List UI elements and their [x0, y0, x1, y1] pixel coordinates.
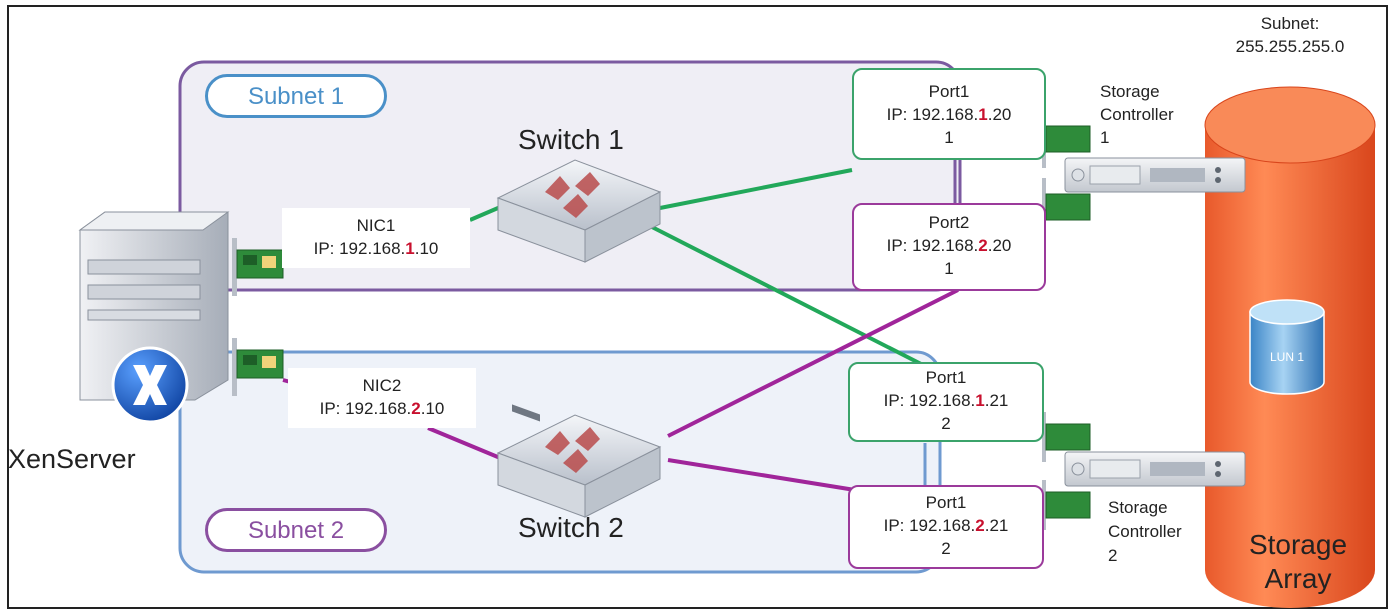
- nic1-ip: IP: 192.168.1.10: [313, 239, 439, 258]
- nic2-card-icon: [232, 338, 284, 396]
- lun-cylinder: [1249, 299, 1325, 395]
- controller-label-line: 1: [1100, 128, 1110, 147]
- controller-label-line: 2: [1108, 546, 1118, 565]
- controller-2-hba-icons: [1042, 412, 1091, 530]
- subnet-mask-label: Subnet: 255.255.255.0: [1210, 12, 1370, 58]
- switch-2-icon: [496, 414, 662, 518]
- nic2-name: NIC2: [362, 376, 402, 395]
- storage-controller-2-icon: [1064, 451, 1246, 487]
- port-ip: IP: 192.168.1.20: [886, 105, 1012, 124]
- port-suffix-line: 1: [944, 259, 954, 278]
- switch-2-label: Switch 2: [518, 512, 624, 543]
- port-ip: IP: 192.168.1.21: [883, 391, 1009, 410]
- port-name: Port1: [925, 493, 967, 512]
- port-suffix-line: 2: [941, 539, 951, 558]
- storage-array-label-line: Storage: [1248, 529, 1348, 560]
- xenserver-label: XenServer: [8, 444, 136, 474]
- port-ip: IP: 192.168.2.21: [883, 516, 1009, 535]
- controller-label-line: Storage: [1108, 498, 1168, 517]
- nic2-info: NIC2 IP: 192.168.2.10: [288, 368, 476, 428]
- port-suffix-line: 2: [941, 414, 951, 433]
- nic1-card-icon: [232, 238, 284, 296]
- storage-array-label-line: Array: [1264, 563, 1332, 594]
- nic1-name: NIC1: [356, 216, 396, 235]
- xen-logo-icon: [111, 346, 189, 424]
- port-ip: IP: 192.168.2.20: [886, 236, 1012, 255]
- port-name: Port2: [928, 213, 970, 232]
- port-name: Port1: [925, 368, 967, 387]
- port-suffix-line: 1: [944, 128, 954, 147]
- nic2-ip: IP: 192.168.2.10: [319, 399, 445, 418]
- subnet-2-label: Subnet 2: [205, 508, 387, 552]
- subnet-mask-value: 255.255.255.0: [1235, 37, 1345, 56]
- switch-1-icon: [496, 159, 662, 422]
- controller-2-port2-box: Port1 IP: 192.168.2.21 2: [848, 485, 1044, 569]
- controller-1-hba-icons: [1042, 118, 1091, 228]
- subnet-1-label: Subnet 1: [205, 74, 387, 118]
- controller-1-port2-box: Port2 IP: 192.168.2.20 1: [852, 203, 1046, 291]
- port-name: Port1: [928, 82, 970, 101]
- storage-controller-1-icon: [1064, 157, 1246, 193]
- subnet-mask-title: Subnet:: [1260, 14, 1320, 33]
- controller-label-line: Controller: [1108, 522, 1182, 541]
- controller-label-line: Storage: [1100, 82, 1160, 101]
- lun-label: LUN 1: [1269, 350, 1304, 364]
- nic1-info: NIC1 IP: 192.168.1.10: [282, 208, 470, 268]
- storage-controller-1-label: Storage Controller 1: [1100, 80, 1174, 149]
- storage-controller-2-label: Storage Controller 2: [1108, 496, 1182, 568]
- xenserver-tower: [78, 211, 230, 401]
- switch-1-label: Switch 1: [518, 124, 624, 155]
- controller-1-port1-box: Port1 IP: 192.168.1.20 1: [852, 68, 1046, 160]
- controller-2-port1-box: Port1 IP: 192.168.1.21 2: [848, 362, 1044, 442]
- diagram-frame: [7, 5, 1388, 609]
- storage-array-label: Storage Array: [1228, 528, 1368, 596]
- controller-label-line: Controller: [1100, 105, 1174, 124]
